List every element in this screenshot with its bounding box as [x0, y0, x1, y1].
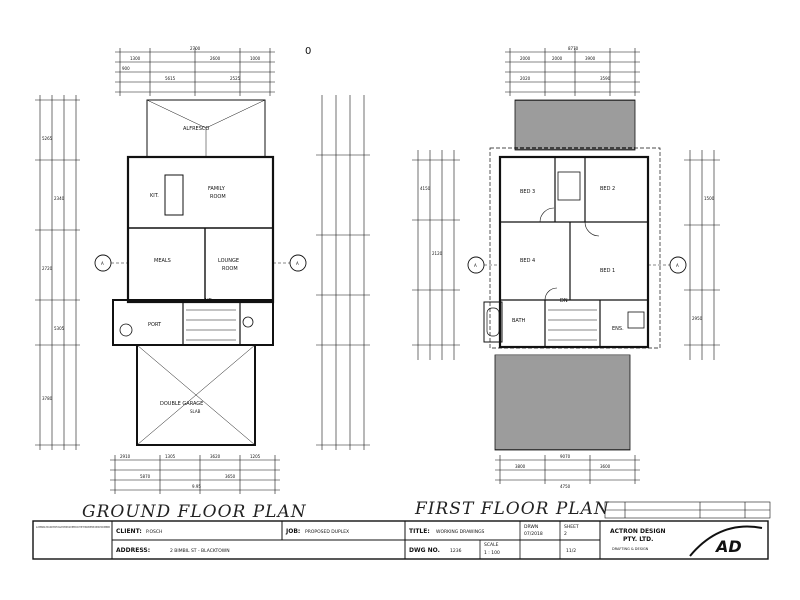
ground-left-dimensions: [35, 95, 80, 450]
tb-address-value: 2 BIMBIL ST - BLACKTOWN: [170, 548, 230, 554]
ground-floor-plan: [35, 48, 370, 494]
first-left-dimensions: [412, 150, 460, 360]
tb-company-2: PTY. LTD.: [623, 536, 653, 543]
company-logo-swoosh: [689, 525, 763, 557]
room-family: FAMILY: [208, 186, 226, 192]
dim-g-top-0: 2700: [190, 46, 201, 51]
tb-title-label: TITLE:: [409, 528, 430, 535]
tb-scale-value: 1 : 100: [484, 550, 500, 556]
tb-dwg-value: 1236: [450, 548, 462, 554]
section-a-left: A: [101, 261, 104, 266]
tb-scale-label: SCALE: [484, 542, 499, 548]
room-alfresco: ALFRESCO: [183, 126, 209, 132]
dim-side-a-3: 5305: [54, 326, 65, 331]
dim-side-a-2: 2720: [42, 266, 53, 271]
room-kitchen: KIT.: [150, 193, 159, 199]
room-porch: PORT: [148, 322, 162, 328]
first-floor-plan: [412, 48, 720, 484]
dim-f-top-0: 8770: [568, 46, 579, 51]
section-a-right-first: A: [676, 263, 679, 268]
dim-side-a-4: 3780: [42, 396, 53, 401]
dim-side-b-3: 2950: [692, 316, 703, 321]
dim-f-bottom-1: 3800: [515, 464, 526, 469]
dim-side-a-0: 5265: [42, 136, 53, 141]
tb-address-label: ADDRESS:: [116, 547, 150, 554]
company-logo-icon: AD: [714, 537, 742, 556]
dim-g-top-3: 1000: [250, 56, 261, 61]
dim-side-b-1: 2120: [432, 251, 443, 256]
dim-f-top-4: 2020: [520, 76, 531, 81]
room-lounge: LOUNGE: [218, 258, 239, 264]
room-bed4: BED 4: [520, 258, 535, 264]
section-a-right: A: [296, 261, 299, 266]
dim-side-a-1: 2340: [54, 196, 65, 201]
dim-g-bottom-0: 2910: [120, 454, 131, 459]
dim-f-top-1: 2000: [520, 56, 531, 61]
dim-f-bottom-3: 4750: [560, 484, 571, 489]
first-floor-title: FIRST FLOOR PLAN: [414, 499, 610, 519]
tb-drwn-label: DRWN: [524, 524, 538, 530]
room-bed2: BED 2: [600, 186, 615, 192]
title-block: [32, 520, 769, 560]
ground-labels: ALFRESCO KIT. FAMILY ROOM MEALS LOUNGE R…: [42, 46, 307, 522]
tb-title-value: WORKING DRAWINGS: [436, 529, 485, 535]
dim-f-bottom-0: 9070: [560, 454, 571, 459]
dim-f-top-2: 2000: [552, 56, 563, 61]
dim-g-top-5: 5615: [165, 76, 176, 81]
room-meals: MEALS: [154, 258, 171, 264]
section-a-left-first: A: [474, 263, 477, 268]
room-family-2: ROOM: [210, 194, 226, 200]
room-ens: ENS.: [612, 326, 624, 332]
stair-up: UP: [205, 298, 212, 304]
ground-floor-title: GROUND FLOOR PLAN: [82, 502, 307, 522]
tb-job-label: JOB:: [285, 528, 300, 535]
first-labels: BED 3 BED 2 BED 4 BED 1 BATH ENS. DN A A…: [414, 46, 715, 519]
room-lounge-2: ROOM: [222, 266, 238, 272]
tb-company-1: ACTRON DESIGN: [610, 528, 666, 535]
tb-rev-value: 11/2: [566, 548, 576, 554]
room-bath: BATH: [512, 318, 526, 324]
ground-bottom-dimensions: [110, 455, 280, 494]
dim-g-top-1: 1300: [130, 56, 141, 61]
room-garage-sub: SLAB: [190, 409, 201, 414]
dim-g-bottom-1: 1305: [165, 454, 176, 459]
tb-date-value: 07/2018: [524, 531, 543, 537]
dim-f-bottom-2: 3600: [600, 464, 611, 469]
first-right-dimensions: [684, 150, 720, 360]
first-bottom-dimensions: [495, 455, 640, 484]
dim-g-bottom-2: 3620: [210, 454, 221, 459]
dim-side-b-2: 1500: [704, 196, 715, 201]
tb-dwg-label: DWG NO.: [409, 547, 440, 554]
dim-f-top-3: 3900: [585, 56, 596, 61]
tb-sheet-label: SHEET: [564, 524, 579, 530]
dim-g-bottom-4: 5870: [140, 474, 151, 479]
revision-table: [604, 501, 771, 519]
dim-g-top-2: 2600: [210, 56, 221, 61]
stair-dn: DN: [560, 298, 568, 304]
ground-right-dimensions: [316, 95, 370, 450]
tb-note: ALL DIMENSIONS, LEVELS AND SETOUTS SHALL…: [36, 525, 110, 529]
ground-top-dimensions: [115, 48, 275, 96]
dim-g-bottom-6: 9.95: [192, 484, 201, 489]
first-top-dimensions: [505, 48, 640, 96]
dim-g-bottom-3: 1205: [250, 454, 261, 459]
tb-client-value: P.OSCH: [146, 529, 162, 535]
tb-client-label: CLIENT:: [116, 528, 142, 535]
tb-sheet-value: 2: [564, 531, 567, 537]
room-garage: DOUBLE GARAGE: [160, 401, 203, 407]
dim-side-b-0: 4150: [420, 186, 431, 191]
tb-job-value: PROPOSED DUPLEX: [305, 529, 349, 535]
dim-f-top-5: 3590: [600, 76, 611, 81]
dim-g-bottom-5: 3650: [225, 474, 236, 479]
title-block-text: ALL DIMENSIONS, LEVELS AND SETOUTS SHALL…: [36, 524, 763, 557]
tb-company-sub: DRAFTING & DESIGN: [612, 547, 649, 551]
dim-g-top-4: 900: [122, 66, 130, 71]
room-bed1: BED 1: [600, 268, 615, 274]
room-bed3: BED 3: [520, 189, 535, 195]
dim-g-top-6: 2525: [230, 76, 241, 81]
top-mark: 0: [305, 46, 311, 57]
